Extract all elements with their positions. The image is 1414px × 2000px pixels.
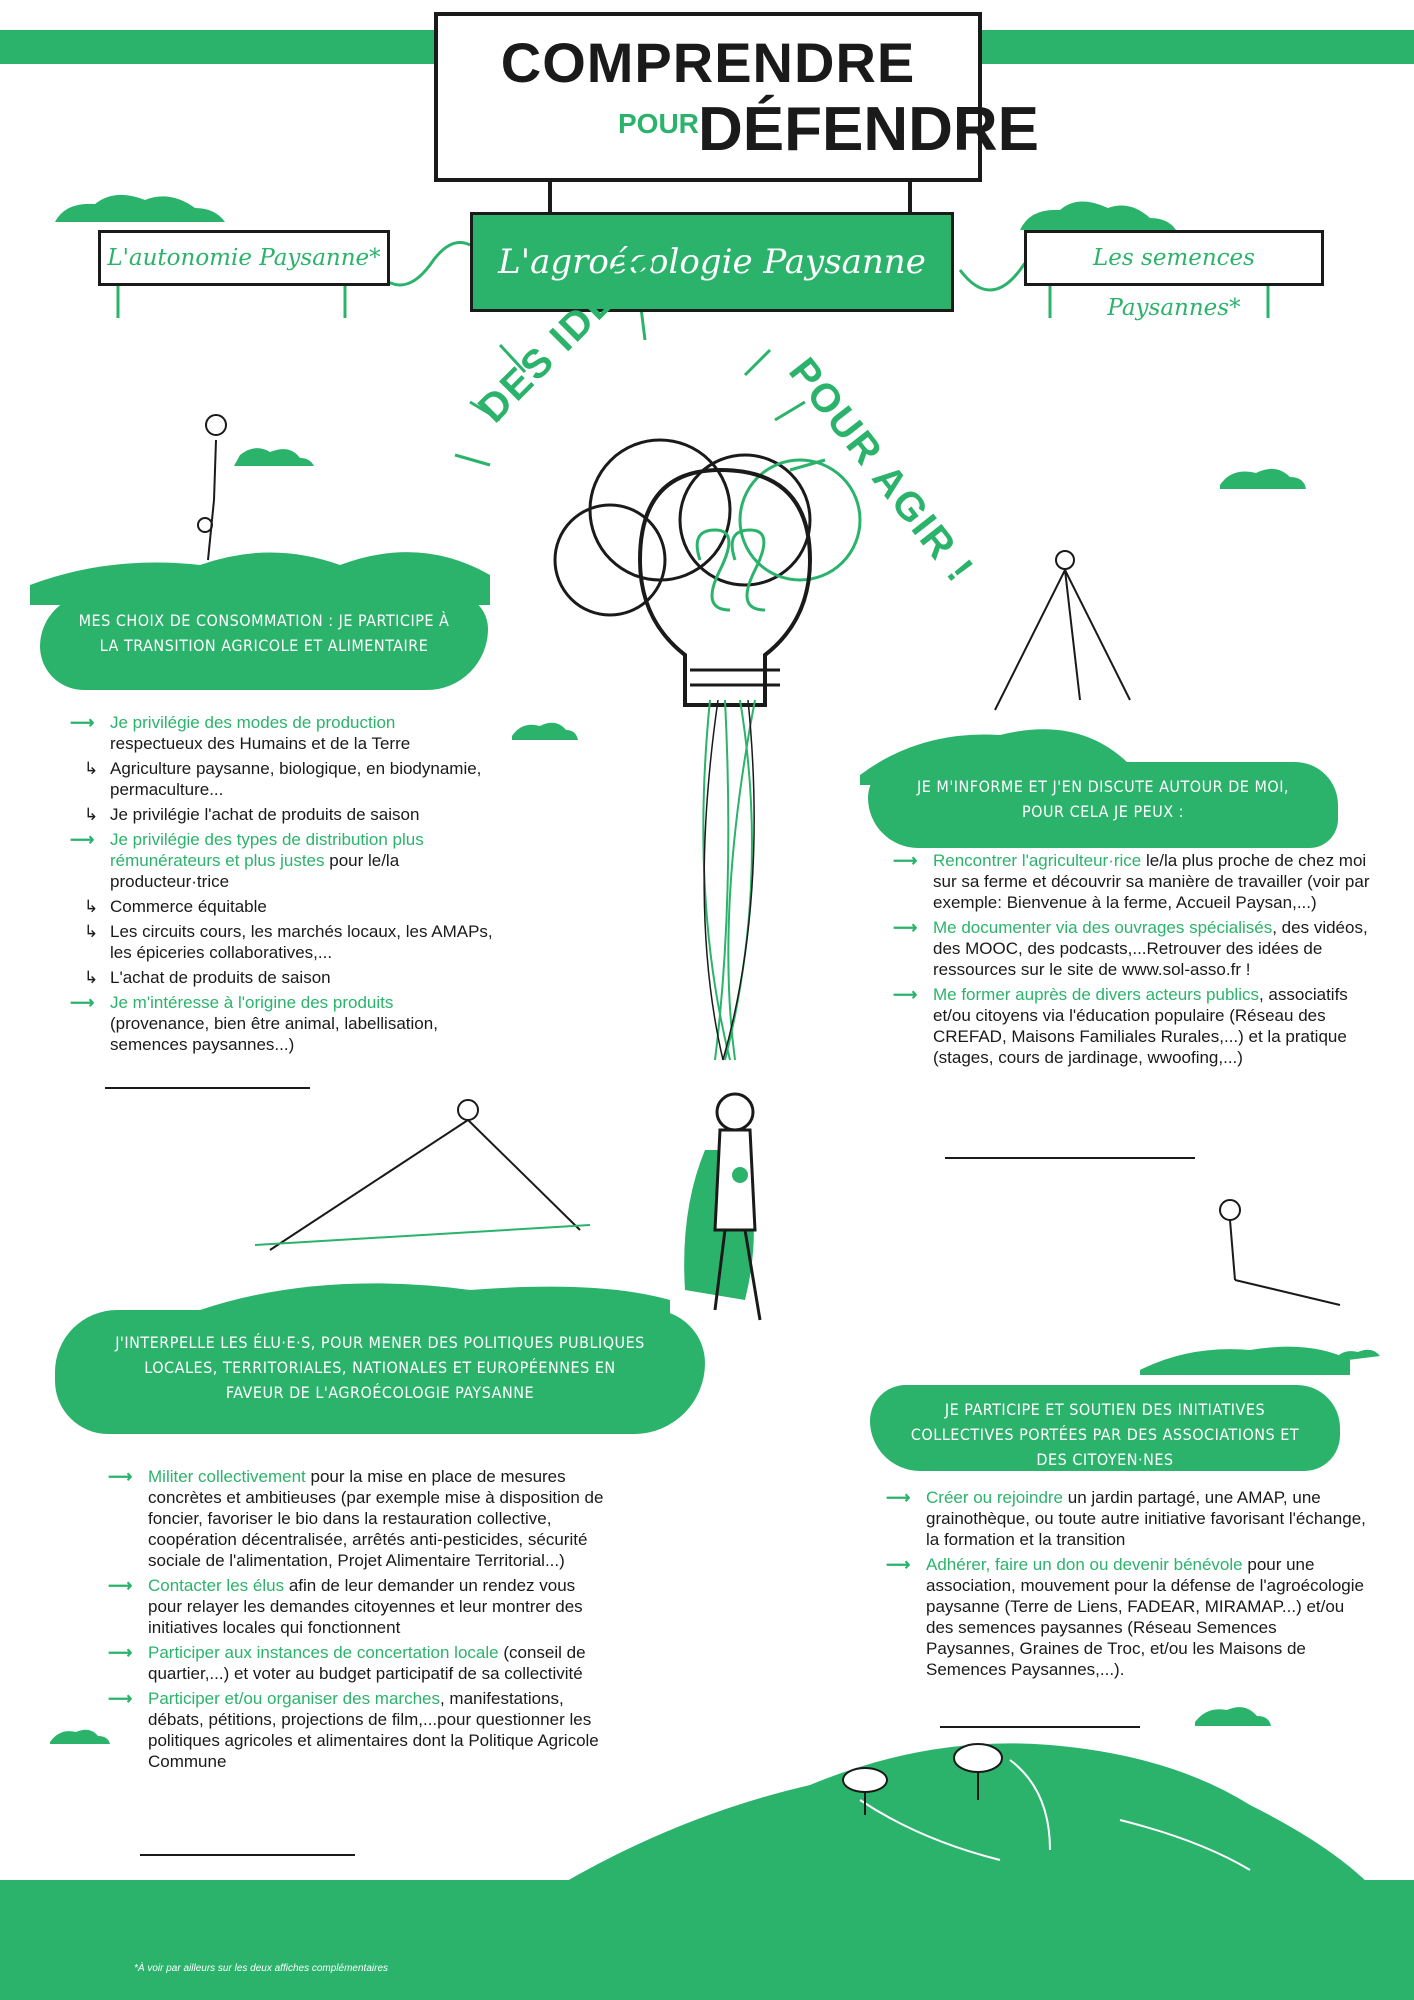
list-subitem: ↳L'achat de produits de saison bbox=[84, 968, 331, 987]
hook-arrow-icon: ↳ bbox=[84, 922, 99, 941]
sign-agroecologie: L'agroécologie Paysanne bbox=[470, 212, 954, 312]
bubble-consommation: Mes choix de consommation : je participe… bbox=[40, 594, 488, 690]
list-information: ⟶ Rencontrer l'agriculteur·rice le/la pl… bbox=[893, 850, 1373, 1072]
information-title: Je m'informe et j'en discute autour de m… bbox=[917, 777, 1289, 821]
list-item: ⟶ Rencontrer l'agriculteur·rice le/la pl… bbox=[893, 851, 1370, 912]
sign-semences: Les semences Paysannes* bbox=[1024, 230, 1324, 321]
title-box: COMPRENDRE POUR DÉFENDRE bbox=[434, 12, 1039, 182]
list-subitem: ↳Je privilégie l'achat de produits de sa… bbox=[84, 805, 420, 824]
arrow-icon: ⟶ bbox=[893, 985, 918, 1004]
sign-autonomie: L'autonomie Paysanne* bbox=[98, 230, 390, 286]
arrow-icon: ⟶ bbox=[893, 851, 918, 870]
list-item: ⟶ Me former auprès de divers acteurs pub… bbox=[893, 985, 1348, 1067]
arrow-icon: ⟶ bbox=[893, 918, 918, 937]
cloud-shape bbox=[1020, 201, 1176, 230]
bottom-band bbox=[0, 1880, 1414, 2000]
arrow-icon: ⟶ bbox=[108, 1576, 133, 1595]
sign-agroecologie-label: L'agroécologie Paysanne bbox=[498, 242, 926, 282]
hook-arrow-icon: ↳ bbox=[84, 759, 99, 778]
title-line2: DÉFENDRE bbox=[698, 95, 1040, 164]
list-item: ⟶ Me documenter via des ouvrages spécial… bbox=[893, 918, 1368, 979]
arrow-icon: ⟶ bbox=[108, 1467, 133, 1486]
arrow-icon: ⟶ bbox=[108, 1643, 133, 1662]
list-subitem: ↳Les circuits cours, les marchés locaux,… bbox=[84, 922, 493, 962]
bubble-collectif: Je participe et soutien des initiatives … bbox=[870, 1385, 1340, 1471]
list-item: ⟶ Participer aux instances de concertati… bbox=[108, 1643, 586, 1683]
list-item: ⟶ Je privilégie des modes de production … bbox=[70, 713, 411, 753]
arrow-icon: ⟶ bbox=[70, 993, 95, 1012]
arrow-icon: ⟶ bbox=[886, 1555, 911, 1574]
collectif-title: Je participe et soutien des initiatives … bbox=[910, 1400, 1300, 1469]
list-item: ⟶ Je privilégie des types de distributio… bbox=[70, 830, 424, 891]
hook-arrow-icon: ↳ bbox=[84, 805, 99, 824]
list-item: ⟶ Adhérer, faire un don ou devenir bénév… bbox=[886, 1555, 1364, 1679]
list-item: ⟶ Je m'intéresse à l'origine des produit… bbox=[70, 993, 438, 1054]
list-item: ⟶ Militer collectivement pour la mise en… bbox=[108, 1467, 604, 1570]
bubble-information: Je m'informe et j'en discute autour de m… bbox=[868, 762, 1338, 848]
cloud-shape bbox=[55, 194, 225, 222]
footnote: *À voir par ailleurs sur les deux affich… bbox=[134, 1963, 388, 1974]
hook-arrow-icon: ↳ bbox=[84, 897, 99, 916]
list-collectif: ⟶ Créer ou rejoindre un jardin partagé, … bbox=[886, 1487, 1366, 1684]
list-consommation: ⟶ Je privilégie des modes de production … bbox=[70, 712, 510, 1059]
list-elus: ⟶ Militer collectivement pour la mise en… bbox=[108, 1466, 608, 1776]
list-item: ⟶ Participer et/ou organiser des marches… bbox=[108, 1689, 599, 1771]
list-item: ⟶ Contacter les élus afin de leur demand… bbox=[108, 1576, 583, 1637]
arrow-icon: ⟶ bbox=[70, 713, 95, 732]
consommation-title: Mes choix de consommation : je participe… bbox=[78, 611, 450, 655]
elus-title: J'interpelle les élu·e·s, pour mener des… bbox=[115, 1333, 645, 1402]
bubble-elus: J'interpelle les élu·e·s, pour mener des… bbox=[55, 1310, 705, 1434]
sign-semences-label: Les semences Paysannes* bbox=[1093, 245, 1255, 321]
arrow-icon: ⟶ bbox=[886, 1488, 911, 1507]
list-item: ⟶ Créer ou rejoindre un jardin partagé, … bbox=[886, 1488, 1366, 1549]
hook-arrow-icon: ↳ bbox=[84, 968, 99, 987]
list-subitem: ↳Agriculture paysanne, biologique, en bi… bbox=[84, 759, 482, 799]
title-line1: COMPRENDRE bbox=[500, 31, 916, 94]
sign-autonomie-label: L'autonomie Paysanne* bbox=[107, 245, 381, 271]
title-pour: POUR bbox=[618, 108, 699, 139]
list-subitem: ↳Commerce équitable bbox=[84, 897, 267, 916]
arrow-icon: ⟶ bbox=[108, 1689, 133, 1708]
arrow-icon: ⟶ bbox=[70, 830, 95, 849]
